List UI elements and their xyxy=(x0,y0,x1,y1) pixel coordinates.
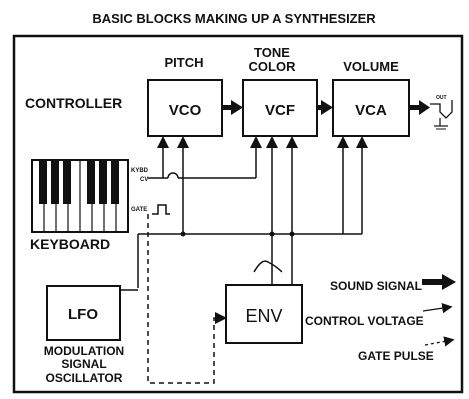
env-label: ENV xyxy=(245,306,282,326)
keyboard-icon xyxy=(31,159,129,233)
vca-label: VCA xyxy=(355,102,387,119)
outer-frame xyxy=(12,34,464,394)
label-controller: CONTROLLER xyxy=(25,95,122,111)
gate-label: GATE xyxy=(131,207,147,213)
label-color: COLOR xyxy=(249,59,297,74)
legend-control-voltage: CONTROL VOLTAGE xyxy=(305,314,424,328)
sound-arrow-vco-vcf xyxy=(222,100,243,115)
sound-arrow-vca-out xyxy=(409,100,430,115)
legend-sound-arrow xyxy=(422,274,456,290)
legend-cv-arrow xyxy=(422,302,453,314)
vcf-label: VCF xyxy=(265,102,295,119)
gate-pulse-wave xyxy=(152,204,170,215)
diagram-title: BASIC BLOCKS MAKING UP A SYNTHESIZER xyxy=(92,11,376,26)
lfo-label: LFO xyxy=(68,306,98,323)
junction-dot-1 xyxy=(180,231,186,237)
lfo-block xyxy=(46,285,121,341)
envelope-shape-icon xyxy=(253,260,283,273)
cv-crossover-1 xyxy=(167,172,179,179)
env-block xyxy=(225,284,303,344)
output-jack-icon: OUT xyxy=(430,95,453,130)
out-label: OUT xyxy=(436,95,447,101)
legend-sound-signal: SOUND SIGNAL xyxy=(330,279,422,293)
sound-arrow-vcf-vca xyxy=(317,100,333,115)
junction-dot-2 xyxy=(269,231,275,237)
kybd-cv-label-2: CV xyxy=(140,177,148,183)
legend-gate-pulse: GATE PULSE xyxy=(358,349,434,363)
lfo-caption-2: SIGNAL xyxy=(61,357,106,371)
label-volume: VOLUME xyxy=(343,59,399,74)
lfo-caption-1: MODULATION xyxy=(44,344,124,358)
label-pitch: PITCH xyxy=(165,55,204,70)
vcf-block xyxy=(242,79,318,137)
keyboard-label: KEYBOARD xyxy=(30,236,110,252)
kybd-cv-label-1: KYBD xyxy=(131,168,149,174)
legend-gate-arrow xyxy=(424,336,455,347)
lfo-caption-3: OSCILLATOR xyxy=(46,371,123,385)
label-tone: TONE xyxy=(254,45,290,60)
vco-label: VCO xyxy=(169,102,202,119)
gate-dashed-line xyxy=(147,214,227,384)
